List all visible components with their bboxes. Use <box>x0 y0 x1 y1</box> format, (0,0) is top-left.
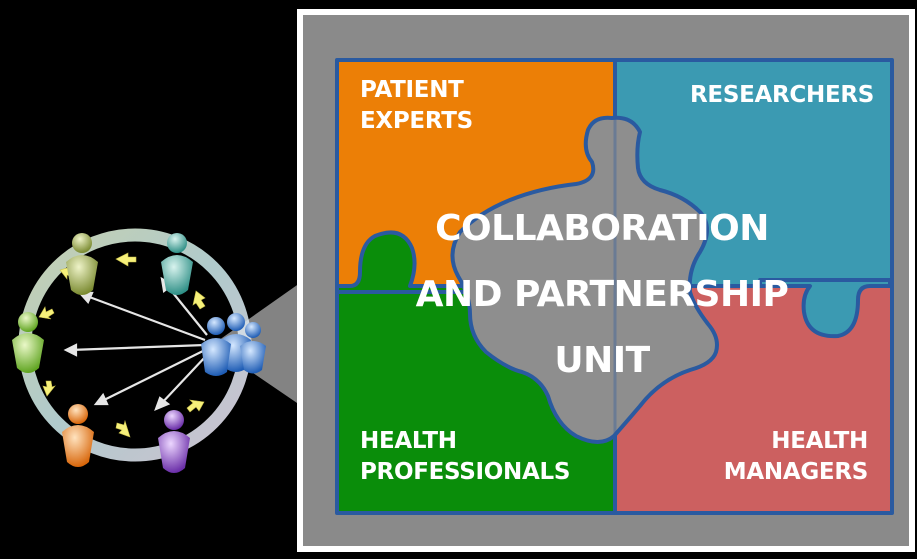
puzzle-tab-researchers-down <box>758 278 892 339</box>
center-label-line: UNIT <box>554 340 650 381</box>
label-health-professionals: HEALTH PROFESSIONALS <box>360 426 570 488</box>
label-health-managers: HEALTH MANAGERS <box>712 426 869 488</box>
arrow-icon <box>38 306 55 320</box>
label-line: MANAGERS <box>723 459 869 485</box>
arrow-icon <box>186 399 205 413</box>
arrow-icon <box>192 290 206 310</box>
arrow-icon <box>115 419 131 438</box>
center-puzzle-piece <box>450 115 719 444</box>
label-line: RESEARCHERS <box>690 82 875 108</box>
label-line: EXPERTS <box>360 108 473 134</box>
arrow-icon <box>115 252 137 267</box>
spoke-arrows <box>63 276 208 411</box>
label-line: PROFESSIONALS <box>360 459 571 485</box>
puzzle-tab-green <box>335 230 467 294</box>
orange-person-icon <box>62 404 94 467</box>
blue-group-icon <box>201 313 266 376</box>
ring-arrows <box>38 252 206 438</box>
label-line: PATIENT <box>360 77 464 103</box>
center-label-line: COLLABORATION <box>435 208 769 249</box>
label-patient-experts: PATIENT EXPERTS <box>360 75 473 137</box>
purple-person-icon <box>158 410 190 473</box>
label-researchers: RESEARCHERS <box>690 80 874 111</box>
label-line: HEALTH <box>771 428 868 454</box>
arrow-icon <box>42 380 56 397</box>
puzzle-researchers <box>613 58 894 288</box>
puzzle <box>335 58 894 515</box>
teal-person-icon <box>161 233 193 295</box>
green-person-icon <box>12 312 44 373</box>
label-line: HEALTH <box>360 428 457 454</box>
center-label: COLLABORATION AND PARTNERSHIP UNIT <box>372 196 832 394</box>
olive-person-icon <box>66 233 98 295</box>
center-label-line: AND PARTNERSHIP <box>415 274 789 315</box>
